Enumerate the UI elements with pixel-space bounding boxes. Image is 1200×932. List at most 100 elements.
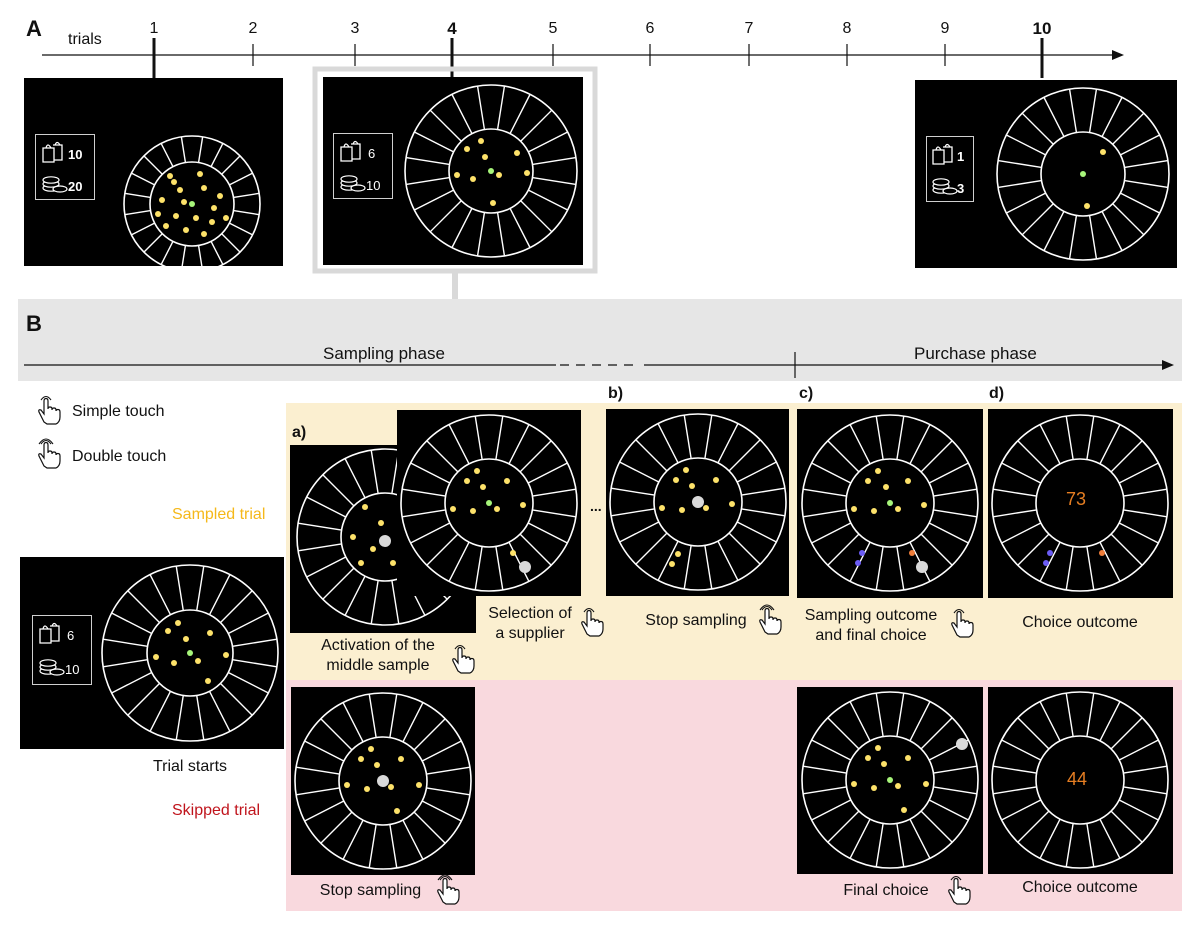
- supplier-wheel: [294, 692, 472, 870]
- sample-dot: [916, 561, 928, 573]
- outcome-value: 73: [1066, 489, 1087, 509]
- resource-counter: 10 20: [35, 134, 95, 200]
- sample-dot: [195, 658, 201, 664]
- sample-dot: [398, 756, 404, 762]
- simple-touch-label: Simple touch: [72, 403, 165, 420]
- tick-10: 10: [1032, 19, 1052, 38]
- sample-dot: [181, 199, 187, 205]
- supplier-wheel: [609, 413, 787, 591]
- sample-dot: [207, 630, 213, 636]
- sample-dot: [713, 477, 719, 483]
- sample-dot: [909, 550, 915, 556]
- trial-10-screen: 1 3: [915, 80, 1177, 268]
- sample-dot: [881, 761, 887, 767]
- sample-dot: [358, 560, 364, 566]
- tick-1: 1: [149, 20, 159, 37]
- sample-dot: [205, 678, 211, 684]
- sample-dot: [159, 197, 165, 203]
- supplier-wheel: [400, 414, 578, 592]
- outcome-value: 44: [1067, 769, 1088, 789]
- stop-sampling-caption: Stop sampling: [645, 612, 747, 629]
- sample-dot: [464, 478, 470, 484]
- simple-touch-icon: [948, 605, 976, 644]
- sampling-outcome-screen: [797, 409, 983, 598]
- sample-dot: [201, 231, 207, 237]
- sample-dot: [519, 561, 531, 573]
- sample-dot: [683, 467, 689, 473]
- sampling-outcome-caption-line-1: Sampling outcome: [804, 607, 938, 624]
- tick-8: 8: [842, 20, 852, 37]
- sample-dot: [1047, 550, 1053, 556]
- sample-dot: [1084, 203, 1090, 209]
- sample-dot: [362, 504, 368, 510]
- sample-dot: [450, 506, 456, 512]
- simple-touch-icon: [945, 872, 973, 911]
- skip-choice-outcome-caption: Choice outcome: [1022, 879, 1138, 896]
- tick-2: 2: [248, 20, 258, 37]
- sample-dot: [1080, 171, 1086, 177]
- panel-b-header: [18, 299, 1182, 381]
- sample-dot: [901, 807, 907, 813]
- sample-dot: [689, 483, 695, 489]
- trial-start-screen: 6 10: [20, 557, 284, 749]
- sample-dot: [875, 745, 881, 751]
- sample-dot: [454, 172, 460, 178]
- double-touch-icon: [434, 872, 462, 911]
- sample-dot: [1043, 560, 1049, 566]
- sample-dot: [165, 628, 171, 634]
- sample-dot: [887, 500, 893, 506]
- sample-dot: [368, 746, 374, 752]
- sample-dot: [173, 213, 179, 219]
- sample-dot: [211, 205, 217, 211]
- panel-b-label: B: [26, 311, 42, 336]
- sample-dot: [364, 786, 370, 792]
- tick-3: 3: [350, 20, 360, 37]
- sample-dot: [875, 468, 881, 474]
- sample-dot: [223, 652, 229, 658]
- resource-counter: 6 10: [32, 615, 92, 685]
- sample-dot: [859, 550, 865, 556]
- tick-5: 5: [548, 20, 558, 37]
- tick-7: 7: [744, 20, 754, 37]
- sample-dot: [496, 172, 502, 178]
- sample-dot: [956, 738, 968, 750]
- sample-dot: [673, 477, 679, 483]
- skipped-trial-label: Skipped trial: [172, 802, 261, 819]
- sample-dot: [374, 762, 380, 768]
- sample-dot: [350, 534, 356, 540]
- supplier-wheel: [801, 414, 979, 592]
- sample-dot: [659, 505, 665, 511]
- coins-count: 20: [68, 179, 83, 194]
- activation-caption-line-1: Activation of the: [321, 637, 435, 654]
- bags-count: 1: [957, 149, 965, 164]
- sample-dot: [669, 561, 675, 567]
- sample-dot: [895, 783, 901, 789]
- double-touch-label: Double touch: [72, 448, 167, 465]
- tick-9: 9: [940, 20, 950, 37]
- resource-counter: 1 3: [926, 136, 974, 202]
- sample-dot: [470, 508, 476, 514]
- final-choice-caption: Final choice: [843, 882, 929, 899]
- skip-stop-screen: [291, 687, 475, 875]
- trial-1-screen: 10 20: [24, 78, 283, 266]
- sample-dot: [377, 775, 389, 787]
- simple-touch-icon: [449, 641, 477, 680]
- panel-a-label: A: [26, 16, 42, 41]
- activation-caption: Activation of the middle sample: [304, 636, 452, 676]
- choice-outcome-caption: Choice outcome: [1022, 614, 1138, 631]
- sample-dot: [504, 478, 510, 484]
- sample-dot: [486, 500, 492, 506]
- tick-4: 4: [447, 19, 457, 38]
- sample-dot: [478, 138, 484, 144]
- sample-dot: [703, 505, 709, 511]
- sample-dot: [379, 535, 391, 547]
- supplier-wheel: [991, 414, 1169, 592]
- sampled-trial-label: Sampled trial: [172, 506, 266, 523]
- coins-count: 10: [65, 662, 80, 677]
- sample-dot: [217, 193, 223, 199]
- bags-count: 6: [368, 146, 376, 161]
- trial-4-screen: 6 10: [323, 77, 583, 265]
- sample-dot: [197, 171, 203, 177]
- supplier-wheel: [996, 87, 1170, 261]
- sample-dot: [488, 168, 494, 174]
